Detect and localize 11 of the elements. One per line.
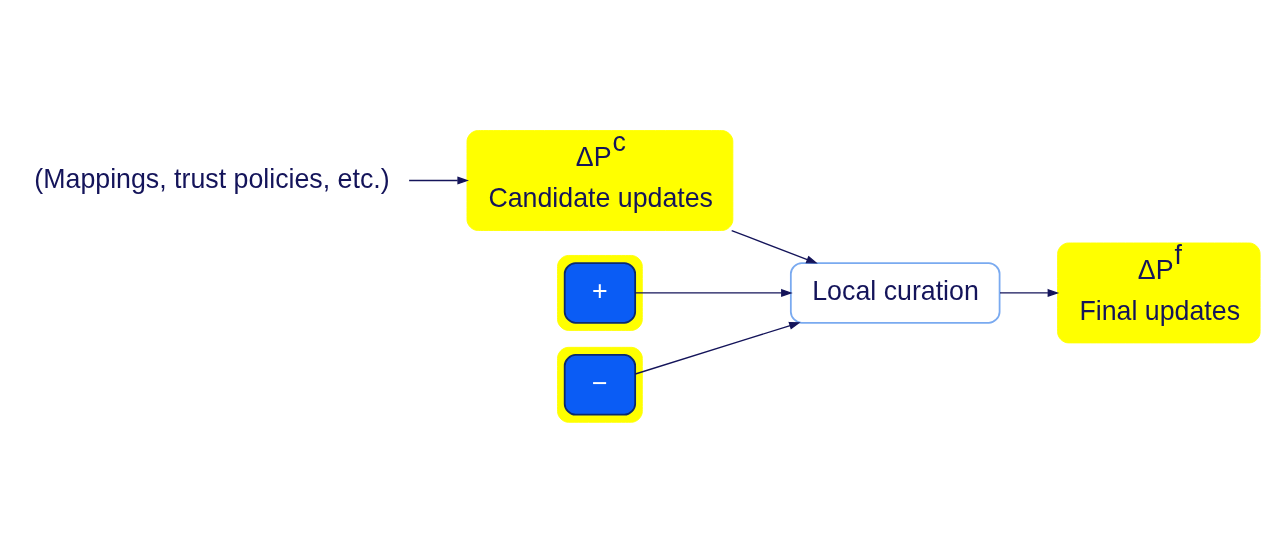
- arrow: [408, 176, 469, 185]
- node-text: (Mappings, trust policies, etc.): [34, 163, 390, 194]
- cluster: [557, 255, 643, 331]
- arrow: [999, 288, 1060, 297]
- node-box: −: [563, 354, 637, 416]
- node-box: +: [563, 262, 637, 324]
- node-box: Local curation: [789, 262, 1001, 324]
- cluster: [557, 346, 643, 423]
- arrow: [634, 288, 793, 297]
- arrow: [634, 321, 801, 375]
- arrow: [731, 230, 818, 264]
